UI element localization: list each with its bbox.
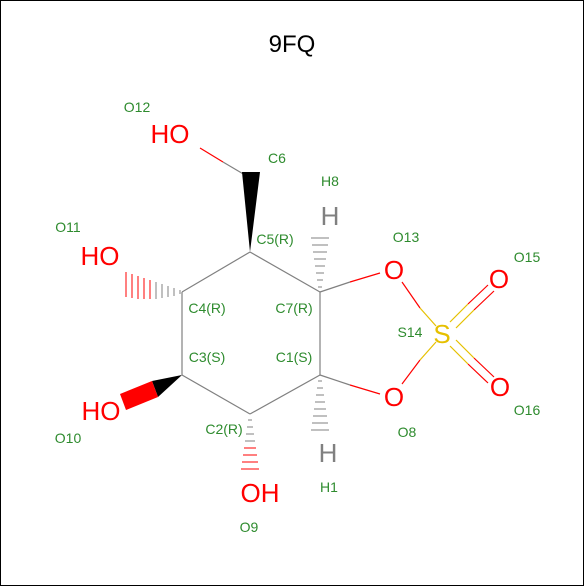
group-ho-o12: HO [151,119,190,149]
label-o15: O15 [514,249,541,265]
bond-c5-c4 [181,251,251,293]
bonds-o-s [401,281,437,385]
label-o13: O13 [393,229,420,245]
atom-o16: O [490,372,510,402]
atom-o8: O [384,382,404,412]
atom-h8: H [321,201,340,231]
hash-c1-h1 [311,380,329,431]
atom-s14: S [433,319,450,349]
label-o12: O12 [124,99,151,115]
label-c2: C2(R) [205,421,242,437]
label-h1: H1 [320,479,338,495]
group-oh-o9: OH [241,478,280,508]
hash-c7-h8 [311,237,329,288]
label-c6: C6 [268,150,286,166]
group-ho-o10: HO [82,396,121,426]
label-o10: O10 [55,430,82,446]
label-c7: C7(R) [275,300,312,316]
atom-o13: O [384,255,404,285]
bond-c6-o12 [199,147,246,176]
double-bond-s-o16 [449,339,495,384]
molecule-title: 9FQ [269,31,316,58]
bond-c2-c1 [249,374,321,415]
bonds-c-o-ring [319,272,381,395]
atom-h1: H [319,438,338,468]
double-bond-s-o15 [449,284,495,329]
label-s14: S14 [398,324,423,340]
bond-c7-c5 [249,251,321,293]
wedge-c3-o10 [120,375,182,410]
wedge-c5-c6 [242,172,260,252]
label-c3: C3(S) [189,349,226,365]
ring-bonds [181,251,321,415]
label-c4: C4(R) [188,300,225,316]
label-c1: C1(S) [276,349,313,365]
label-h8: H8 [321,173,339,189]
group-ho-o11: HO [81,241,120,271]
label-o8: O8 [398,424,417,440]
hash-c4-o11 [125,272,181,299]
label-o16: O16 [514,402,541,418]
label-o11: O11 [55,219,81,235]
atom-o15: O [489,264,509,294]
label-o9: O9 [240,519,259,535]
bond-c3-c2 [181,374,251,415]
label-c5: C5(R) [256,231,293,247]
hash-c2-o9 [241,419,259,470]
